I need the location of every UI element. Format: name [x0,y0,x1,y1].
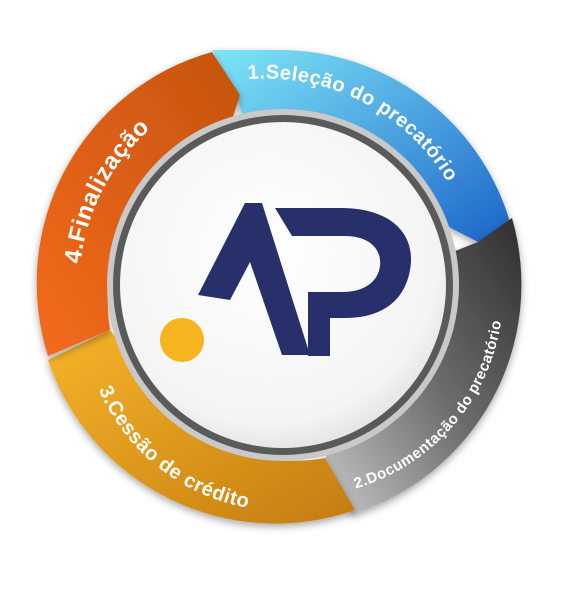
segment-4-finalizacao [36,52,240,356]
logo-letter-p [275,208,412,356]
ap-logo [160,203,412,362]
segment-1-selecao [212,49,510,243]
segment-3-cessao [48,330,355,524]
logo-dot [160,318,204,362]
logo-letter-a [198,203,310,355]
